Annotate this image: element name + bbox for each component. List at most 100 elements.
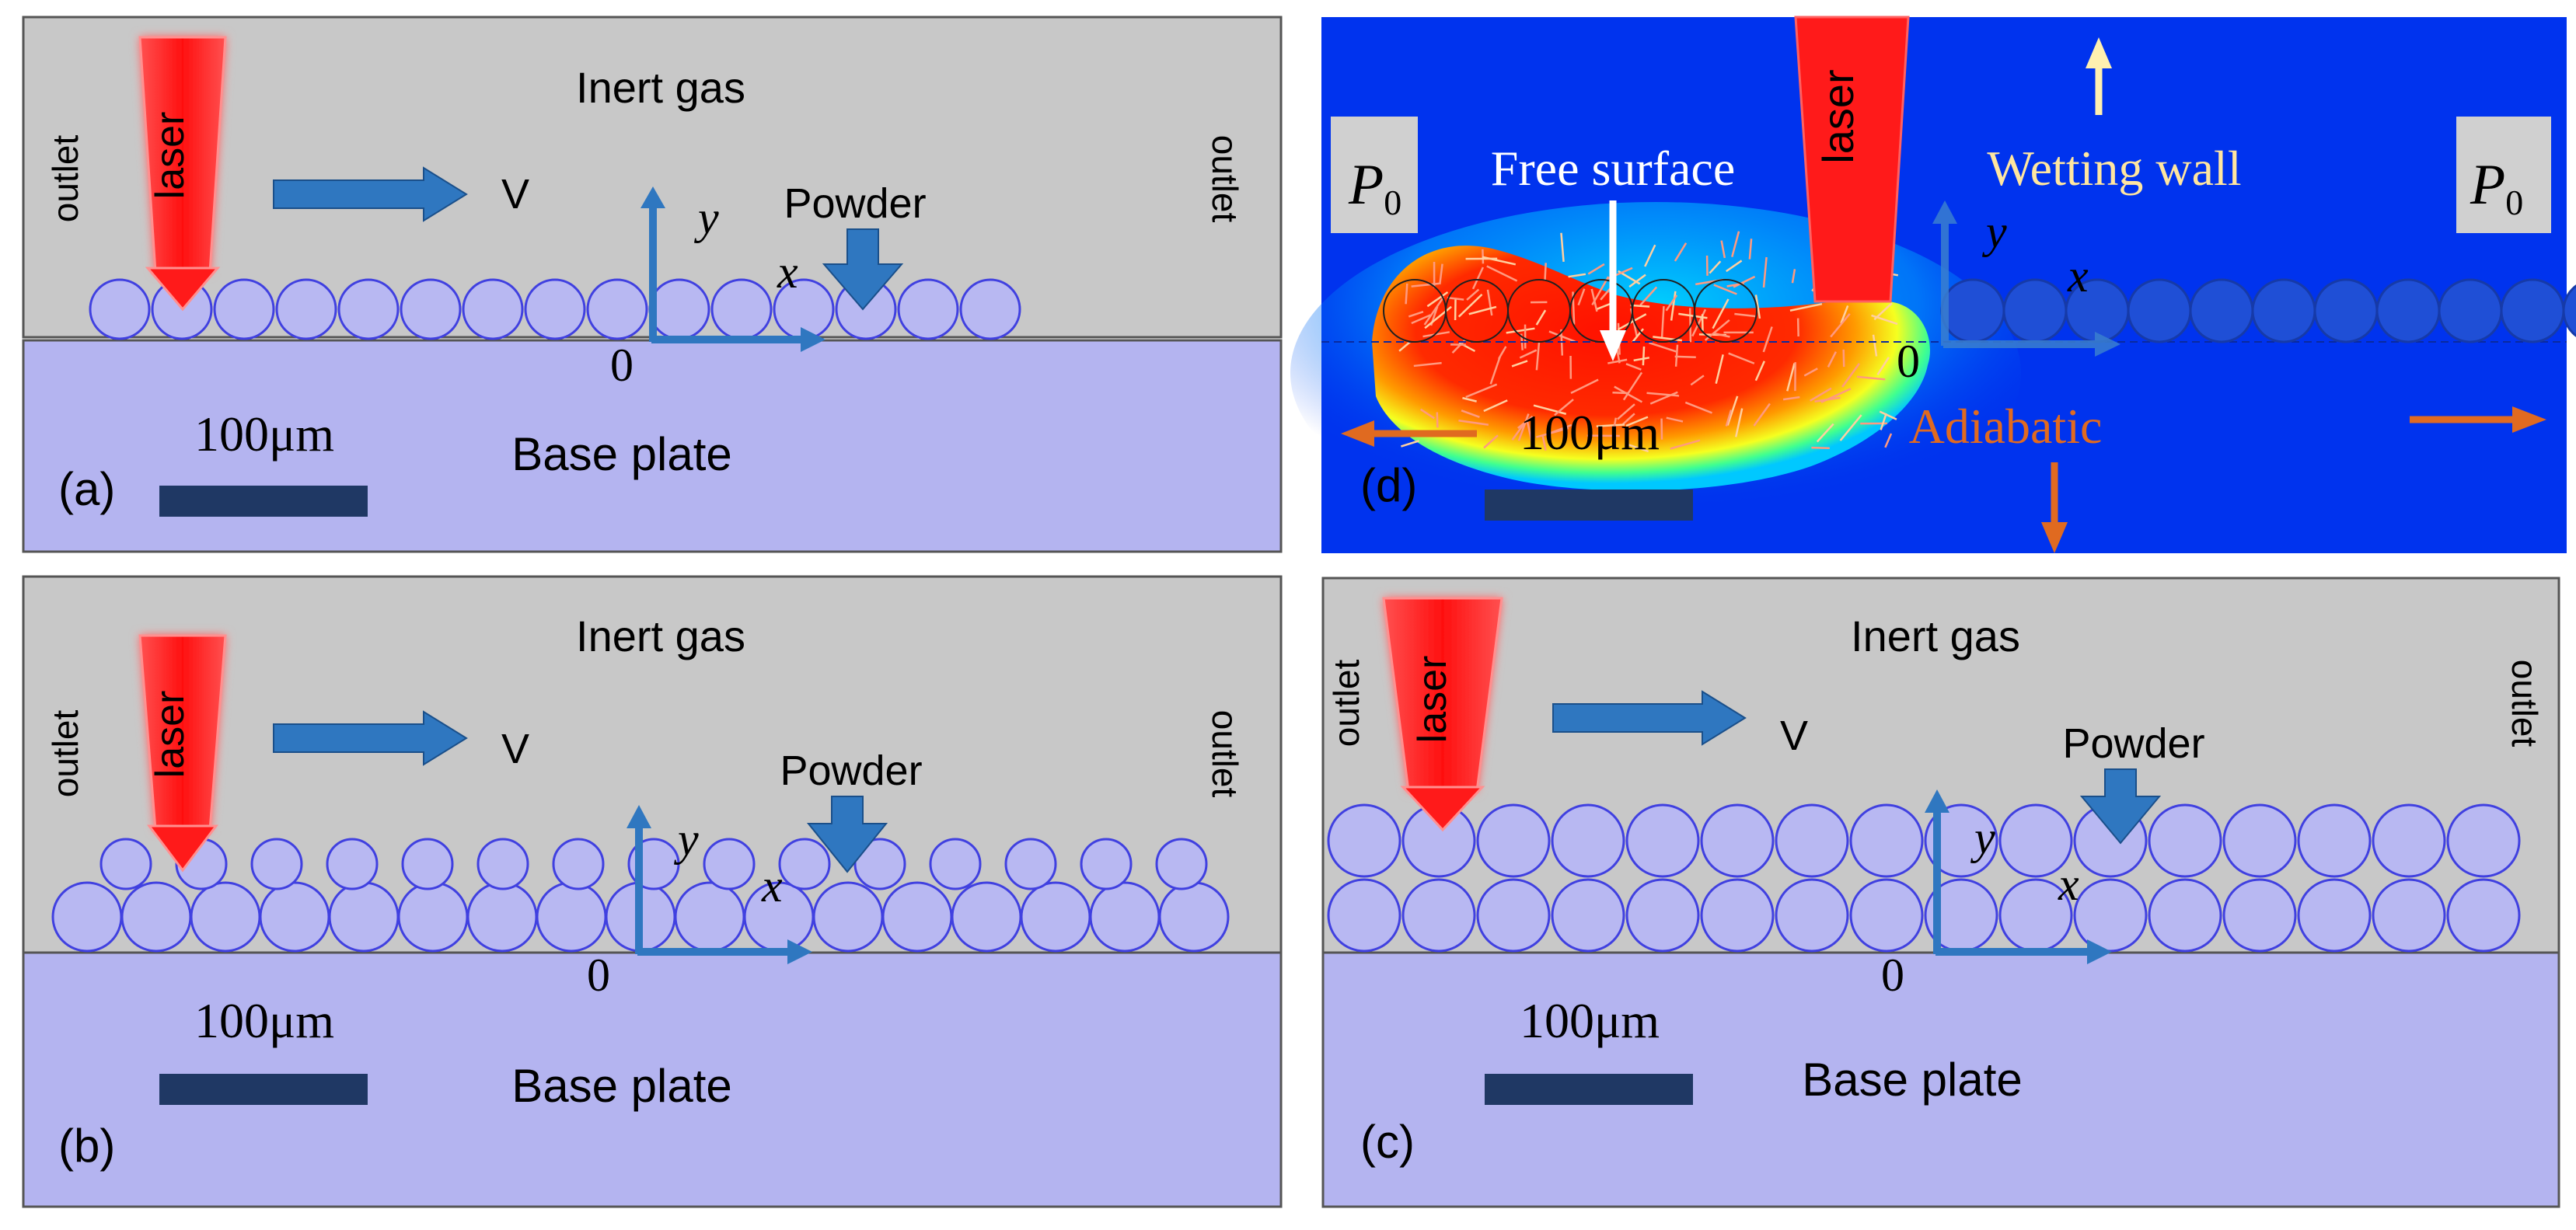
origin-label: 0: [1881, 950, 1904, 1001]
coordinate-axes: [641, 186, 826, 352]
flow-vector: [1712, 298, 1730, 329]
laser-beam: laser: [1794, 16, 1910, 303]
powder-particle: [2297, 878, 2372, 953]
flow-vector: [1762, 256, 1768, 288]
flow-vector: [1424, 305, 1452, 329]
powder-particle: [1004, 838, 1057, 890]
wetting-wall-label: Wetting wall: [1987, 141, 2241, 196]
flow-vector: [1840, 305, 1849, 324]
powder-particle: [552, 838, 605, 890]
flow-vector: [1419, 408, 1435, 420]
adiabatic-arrow-down: [2041, 462, 2068, 553]
scale-bar: [1485, 490, 1693, 521]
flow-vector: [1816, 423, 1834, 443]
origin-label: 0: [587, 950, 610, 1001]
flow-vector: [1713, 284, 1737, 295]
laser-label: laser: [1410, 656, 1455, 744]
flow-vector: [1639, 286, 1658, 306]
flow-vector: [1457, 293, 1483, 318]
gas-label: Inert gas: [576, 63, 745, 112]
flow-vector: [1439, 263, 1443, 285]
flow-vector: [1541, 436, 1547, 451]
powder-particle: [462, 278, 524, 340]
powder-bed: [1327, 803, 2521, 953]
flow-vector: [1796, 318, 1799, 337]
flow-vector: [1670, 439, 1701, 450]
flow-vector: [1560, 232, 1565, 262]
powder-particle: [99, 838, 152, 890]
flow-vector: [1611, 417, 1618, 436]
powder-particle: [1080, 838, 1133, 890]
flow-vector: [1519, 349, 1538, 359]
laser-beam: laser: [1382, 597, 1503, 832]
powder-arrow: [822, 228, 904, 311]
powder-particle: [1625, 803, 1700, 878]
pressure-right: P0: [2470, 153, 2523, 222]
flow-vector: [1839, 414, 1862, 441]
flow-vector: [1649, 391, 1678, 405]
powder-particle: [1327, 803, 1401, 878]
flow-vector: [1690, 375, 1705, 386]
flow-vector: [1625, 363, 1642, 371]
flow-vector: [1830, 313, 1851, 338]
powder-particle: [1020, 881, 1091, 953]
powder-particle: [2562, 284, 2576, 337]
laser-label: laser: [1813, 69, 1862, 163]
flow-vector: [1612, 391, 1628, 395]
powder-particle: [881, 881, 953, 953]
powder-particle: [951, 881, 1022, 953]
outlet-right-label: outlet: [1205, 710, 1245, 798]
axis-y-label: y: [1970, 812, 1995, 863]
flow-vector: [1568, 273, 1586, 278]
powder-particle: [536, 881, 607, 953]
axis-y-label: y: [673, 814, 699, 865]
powder-particle: [853, 838, 906, 890]
flow-vector: [1762, 326, 1773, 353]
coordinate-axes: [627, 805, 812, 964]
flow-vector: [1754, 294, 1761, 319]
panel-label: (b): [58, 1120, 115, 1172]
flow-vector: [1871, 314, 1898, 326]
flow-vector: [1649, 341, 1677, 353]
scale-label: 100μm: [1520, 405, 1660, 460]
powder-particle: [120, 881, 192, 953]
powder-particle: [250, 838, 303, 890]
coordinate-axes: [1925, 789, 2112, 964]
gas-label: Inert gas: [1851, 612, 2020, 660]
flow-vector: [1411, 314, 1431, 325]
powder-particle: [1700, 878, 1775, 953]
scale-label: 100μm: [1520, 993, 1660, 1048]
axis-x-label: x: [777, 246, 798, 298]
powder-arrow: [2079, 768, 2162, 845]
powder-particle: [400, 278, 462, 340]
flow-vector: [1587, 263, 1605, 275]
laser-beam: laser: [138, 36, 227, 312]
powder-particle: [1694, 279, 1757, 343]
pressure-left: P0: [1348, 153, 1401, 222]
velocity-arrow: [1552, 690, 1747, 746]
powder-particle: [1924, 803, 1998, 878]
flow-vector: [1483, 399, 1508, 413]
wetting-wall-arrow: [2086, 37, 2112, 115]
panel-label: (d): [1360, 459, 1417, 511]
powder-particle: [1476, 878, 1551, 953]
powder-particle: [1775, 803, 1849, 878]
flow-vector: [1471, 267, 1485, 290]
powder-particle: [1476, 803, 1551, 878]
flow-vector: [1468, 305, 1497, 315]
flow-vector: [1535, 309, 1547, 326]
velocity-label: V: [501, 726, 529, 772]
flow-vector: [1625, 416, 1649, 427]
base-plate-label: Base plate: [511, 428, 732, 480]
flow-vector: [1596, 423, 1625, 427]
flow-vector: [1827, 351, 1838, 368]
flow-vector: [1810, 387, 1832, 402]
powder-particle: [1155, 838, 1208, 890]
flow-vector: [1570, 378, 1599, 395]
origin-label: 0: [1897, 336, 1920, 387]
flow-vector: [1841, 363, 1860, 388]
axis-x-label: x: [761, 860, 783, 911]
powder-label: Powder: [780, 747, 922, 794]
flow-vector: [1803, 368, 1818, 377]
